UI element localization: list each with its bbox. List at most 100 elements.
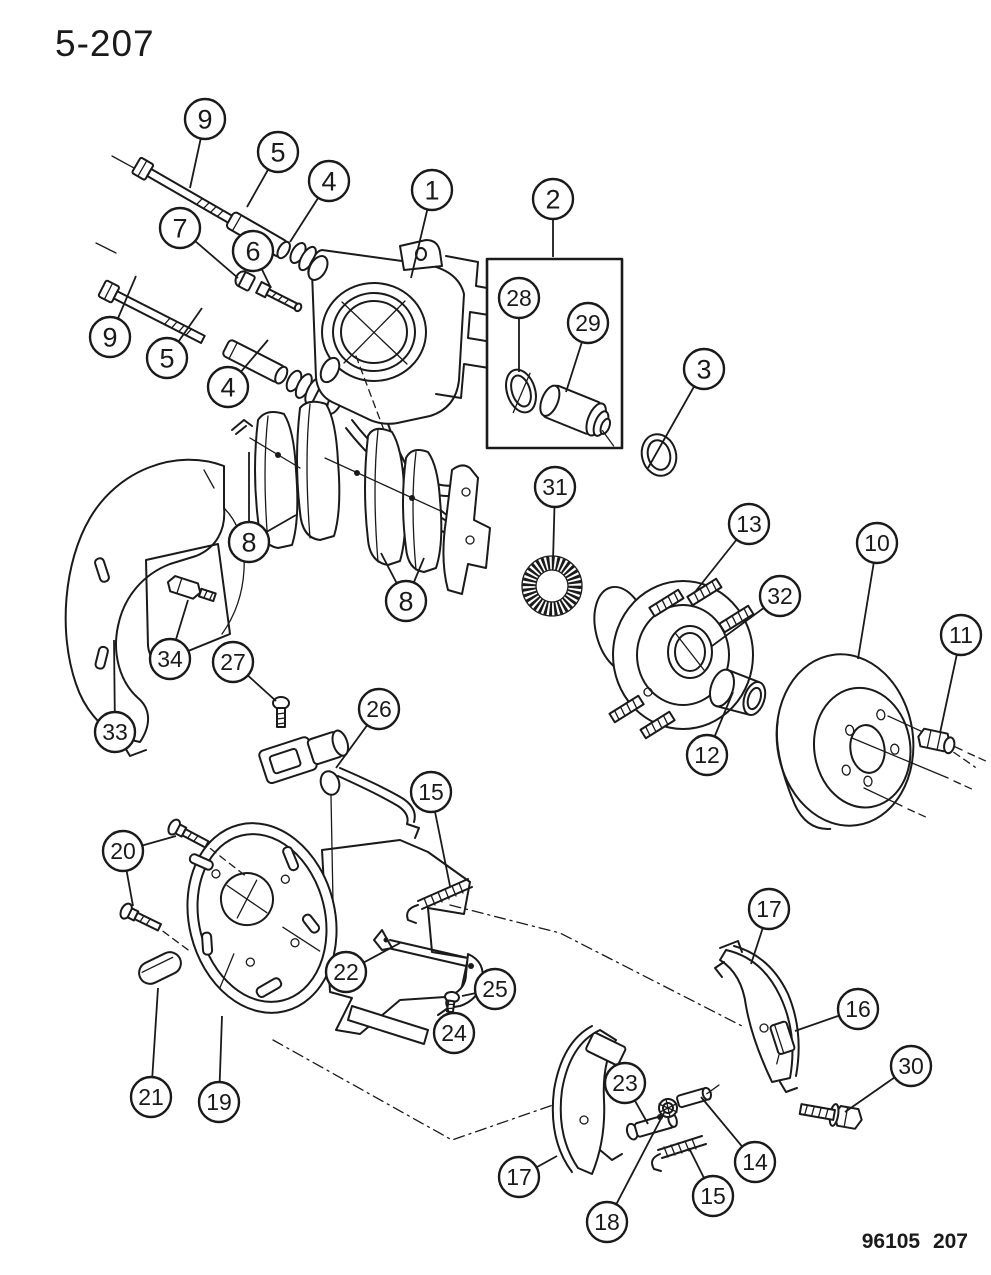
callout-circle [357, 687, 401, 731]
callout-27-21: 27 [211, 640, 277, 702]
callout-22-28: 22 [324, 942, 401, 994]
callout-30-32: 30 [844, 1044, 933, 1113]
callout-28-7: 28 [497, 276, 541, 372]
callout-number: 32 [767, 583, 793, 609]
callout-circle [307, 159, 351, 203]
callout-number: 30 [898, 1053, 924, 1079]
callout-number: 11 [949, 622, 973, 648]
bleeder-screw-part-6 [255, 281, 303, 313]
callout-number: 6 [245, 237, 260, 267]
callout-circle [758, 574, 802, 618]
callout-circle [324, 950, 368, 994]
callout-29-8: 29 [565, 301, 610, 393]
spring-rear-part-15 [651, 1135, 707, 1172]
callout-8-15: 8 [227, 452, 297, 564]
callout-number: 13 [736, 511, 762, 537]
callout-circle [183, 97, 227, 141]
callout-12-24: 12 [685, 691, 734, 777]
callout-3-11: 3 [647, 347, 726, 469]
callout-circle [206, 365, 250, 409]
callout-number: 8 [241, 528, 256, 558]
callout-circle [889, 1044, 933, 1088]
callout-circle [145, 336, 189, 380]
callout-number: 2 [545, 185, 560, 215]
callout-25-29: 25 [461, 967, 517, 1011]
callout-16-30: 16 [794, 987, 880, 1032]
callout-circle [939, 613, 983, 657]
adjuster-screw-part-25 [444, 990, 460, 1014]
shoe-clip-part-16 [769, 1020, 796, 1065]
bleeder-cap-part-7 [234, 270, 256, 292]
callout-9-0: 9 [183, 97, 227, 189]
callout-15-25: 15 [409, 770, 453, 887]
callout-number: 9 [102, 323, 117, 353]
bracket-bolt-part-27 [272, 696, 290, 728]
callout-number: 7 [172, 214, 187, 244]
plate-pin-upper-part-20 [167, 818, 248, 878]
callout-4-2: 4 [289, 159, 351, 243]
callout-number: 34 [157, 646, 183, 672]
callout-1-3: 1 [410, 168, 454, 279]
callout-24-31: 24 [432, 1005, 476, 1055]
callout-circle [603, 1061, 647, 1105]
callout-circle [256, 130, 300, 174]
callout-circle [585, 1200, 629, 1244]
callout-14-36: 14 [700, 1096, 777, 1184]
callout-number: 23 [612, 1070, 638, 1096]
brake-shoe-lower-part-17 [551, 1025, 627, 1175]
callout-number: 14 [742, 1149, 768, 1175]
callout-number: 22 [333, 959, 359, 985]
callout-10-16: 10 [855, 521, 899, 660]
callout-21-34: 21 [129, 987, 173, 1119]
callout-number: 15 [700, 1183, 726, 1209]
cable-bracket-part-26 [258, 729, 420, 903]
callout-17-37: 17 [497, 1155, 558, 1199]
guide-pin-axis-stubs [95, 155, 135, 254]
callout-34-20: 34 [148, 599, 192, 681]
assembly-reference-lines [272, 904, 743, 1141]
callout-number: 9 [197, 105, 212, 135]
callout-circle [727, 502, 771, 546]
callout-number: 8 [398, 587, 413, 617]
callout-circle [158, 206, 202, 250]
callout-number: 31 [542, 474, 568, 500]
plate-pin-lower-part-20 [119, 902, 190, 952]
brake-shoe-upper-part-17 [714, 940, 800, 1093]
seal-part-3 [640, 433, 678, 477]
disc-pad-set-outer-part-8 [324, 427, 491, 595]
callout-number: 4 [220, 373, 235, 403]
callout-circle [473, 967, 517, 1011]
callout-circle [88, 315, 132, 359]
hub-cap-part-12 [709, 668, 767, 716]
callout-number: 18 [594, 1209, 620, 1235]
callout-circle [227, 520, 271, 564]
callout-8-18: 8 [380, 552, 428, 623]
callout-number: 25 [482, 976, 508, 1002]
callout-circle [533, 465, 577, 509]
callout-circle [410, 168, 454, 212]
page-number-label: 5-207 [55, 23, 155, 64]
callout-19-35: 19 [197, 1015, 241, 1124]
shield-bolt-part-34 [166, 575, 217, 603]
callout-7-5: 7 [158, 206, 239, 279]
callout-circle [211, 640, 255, 684]
pin-bushing-lower-part-5 [222, 339, 289, 385]
callout-23-33: 23 [603, 1061, 649, 1125]
callout-circle [691, 1174, 735, 1218]
callout-number: 24 [441, 1020, 467, 1046]
callout-13-14: 13 [694, 502, 771, 593]
callout-number: 12 [694, 742, 720, 768]
caliper-piston-part-29 [539, 384, 615, 447]
callout-circle [855, 521, 899, 565]
plug-part-21 [138, 951, 182, 985]
callout-number: 29 [575, 310, 601, 336]
callout-number: 19 [206, 1089, 232, 1115]
callout-circle [566, 301, 610, 345]
callout-circle [836, 987, 880, 1031]
callout-circle [497, 276, 541, 320]
callout-circle [682, 347, 726, 391]
callout-5-10: 5 [145, 307, 203, 380]
